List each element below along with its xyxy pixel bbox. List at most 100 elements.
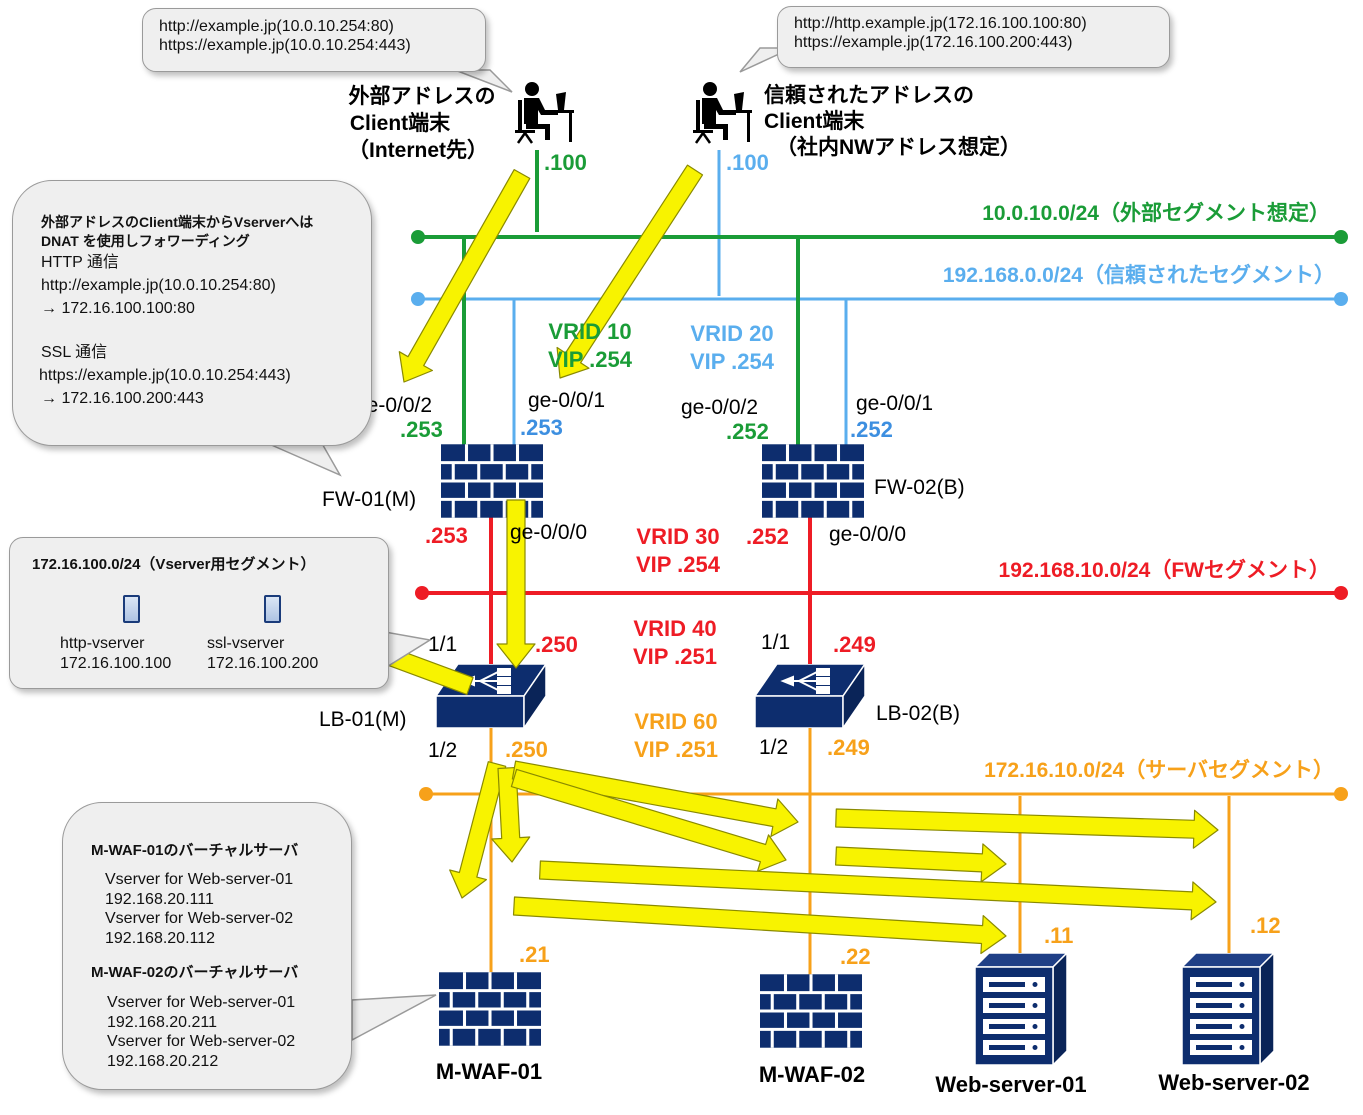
dnat-title-1: 外部アドレスのClient端末からVserverへは xyxy=(41,214,314,230)
dnat-ssl-dest: → 172.16.100.200:443 xyxy=(41,390,204,407)
waf02-name: M-WAF-02 xyxy=(759,1062,865,1087)
ssl-vserver-icon xyxy=(264,595,281,623)
lb02-port-up: 1/1 xyxy=(761,631,790,654)
web02-ip: .12 xyxy=(1250,913,1281,938)
web01-name: Web-server-01 xyxy=(935,1072,1086,1097)
ssl-vserver-ip: 172.16.100.200 xyxy=(207,655,319,672)
vrid10-vip: VIP .254 xyxy=(548,347,633,372)
trusted-client-label-3: （社内NWアドレス想定） xyxy=(776,135,1021,159)
http-vserver-ip: 172.16.100.100 xyxy=(60,655,172,672)
trusted-urls-bubble: http://http.example.jp(172.16.100.100:80… xyxy=(777,6,1170,68)
external-client-label-3: （Internet先） xyxy=(348,138,488,162)
waf1-line-2: 192.168.20.111 xyxy=(105,891,214,908)
waf1-title: M-WAF-01のバーチャルサーバ xyxy=(91,842,299,859)
fw02-port-ext: ge-0/0/2 xyxy=(681,396,758,419)
dnat-http-dest: → 172.16.100.100:80 xyxy=(41,300,195,317)
waf02-icon xyxy=(760,974,862,1048)
vrid60-vip: VIP .251 xyxy=(634,737,718,762)
ext-url-https: https://example.jp(10.0.10.254:443) xyxy=(159,37,411,54)
lb01-port-down: 1/2 xyxy=(428,739,457,762)
trusted-url-http: http://http.example.jp(172.16.100.100:80… xyxy=(794,15,1087,32)
arrow-fw01-to-lb01 xyxy=(496,499,536,669)
lb02-ip-up: .249 xyxy=(833,632,876,657)
fw01-port-inner: ge-0/0/0 xyxy=(510,521,587,544)
external-segment-line xyxy=(411,230,1348,244)
web02-server-icon xyxy=(1182,953,1274,1065)
arrow-waf01-to-web01 xyxy=(512,896,1007,955)
waf1-line-3: Vserver for Web-server-02 xyxy=(105,910,294,927)
arrow-trusted-to-fw01 xyxy=(556,164,704,379)
fw02-ip-ext: .252 xyxy=(726,419,769,444)
ssl-vserver-name: ssl-vserver xyxy=(207,635,285,652)
external-segment-label: 10.0.10.0/24（外部セグメント想定） xyxy=(982,201,1330,225)
waf02-ip: .22 xyxy=(840,944,871,969)
waf01-name: M-WAF-01 xyxy=(436,1059,542,1084)
vrid20-label: VRID 20 xyxy=(690,321,773,346)
dnat-ssl-url: https://example.jp(10.0.10.254:443) xyxy=(39,367,291,384)
lb01-ip-down: .250 xyxy=(505,737,548,762)
external-client-label-2: Client端末 xyxy=(350,111,451,135)
vserver-bubble: 172.16.100.0/24（Vserver用セグメント） http-vser… xyxy=(9,537,389,689)
arrow-waf02-to-web01 xyxy=(834,843,1007,883)
fw01-name: FW-01(M) xyxy=(322,488,416,511)
fw02-ip-trust: .252 xyxy=(850,417,893,442)
arrow-external-to-fw01 xyxy=(398,169,531,383)
waf2-line-1: Vserver for Web-server-01 xyxy=(107,994,296,1011)
arrow-waf01-to-web02 xyxy=(538,860,1217,921)
ext-url-http: http://example.jp(10.0.10.254:80) xyxy=(159,18,394,35)
lb02-icon xyxy=(755,664,865,728)
trusted-segment-line xyxy=(411,292,1348,306)
vrid40-label: VRID 40 xyxy=(633,616,716,641)
arrow-lb01-to-waf02 xyxy=(511,760,799,838)
fw02-name: FW-02(B) xyxy=(874,476,965,499)
trusted-url-https: https://example.jp(172.16.100.200:443) xyxy=(794,34,1073,51)
lb02-port-down: 1/2 xyxy=(759,736,788,759)
vrid30-vip: VIP .254 xyxy=(636,552,721,577)
dnat-title-2: DNAT を使用しフォワーディング xyxy=(41,233,250,249)
arrow-waf02-to-web02 xyxy=(835,808,1219,849)
waf1-line-1: Vserver for Web-server-01 xyxy=(105,871,294,888)
external-client-label-1: 外部アドレスの xyxy=(349,84,496,108)
arrow-lb01-to-waf01 xyxy=(449,761,507,899)
lb02-name: LB-02(B) xyxy=(876,702,960,725)
fw02-port-trust: ge-0/0/1 xyxy=(856,392,933,415)
fw02-port-inner: ge-0/0/0 xyxy=(829,523,906,546)
vrid10-label: VRID 10 xyxy=(548,319,631,344)
trusted-segment-label: 192.168.0.0/24（信頼されたセグメント） xyxy=(943,263,1335,287)
lb01-port-up: 1/1 xyxy=(428,633,457,656)
http-vserver-icon xyxy=(123,595,140,623)
fw02-ip-inner: .252 xyxy=(746,524,789,549)
lb01-name: LB-01(M) xyxy=(319,708,407,731)
external-client-ip: .100 xyxy=(544,150,587,175)
fw01-port-trust: ge-0/0/1 xyxy=(528,389,605,412)
vrid20-vip: VIP .254 xyxy=(690,349,775,374)
waf01-ip: .21 xyxy=(519,942,550,967)
lb01-ip-up: .250 xyxy=(535,632,578,657)
trusted-client-label-2: Client端末 xyxy=(764,109,865,133)
waf2-line-3: Vserver for Web-server-02 xyxy=(107,1033,296,1050)
fw01-icon xyxy=(441,444,543,518)
fw-segment-label: 192.168.10.0/24（FWセグメント） xyxy=(999,558,1330,582)
vrid30-label: VRID 30 xyxy=(636,524,719,549)
waf2-line-2: 192.168.20.211 xyxy=(107,1014,218,1031)
server-segment-label: 172.16.10.0/24（サーバセグメント） xyxy=(984,758,1334,782)
fw02-icon xyxy=(762,444,864,518)
trusted-client-person-icon xyxy=(691,80,752,144)
traffic-flow-arrows xyxy=(361,164,1219,955)
web02-name: Web-server-02 xyxy=(1158,1070,1309,1095)
http-vserver-name: http-vserver xyxy=(60,635,145,652)
fw-segment-line xyxy=(415,586,1348,600)
fw01-ip-inner: .253 xyxy=(425,523,468,548)
vserver-title: 172.16.100.0/24（Vserver用セグメント） xyxy=(32,556,316,573)
external-client-person-icon xyxy=(513,80,574,144)
waf-bubble-tail xyxy=(351,994,437,1042)
waf2-line-4: 192.168.20.212 xyxy=(107,1053,219,1070)
trusted-client-label-1: 信頼されたアドレスの xyxy=(764,83,974,107)
web01-server-icon xyxy=(975,953,1067,1065)
arrow-lb01-to-waf02-b xyxy=(510,768,787,872)
trusted-client-ip: .100 xyxy=(726,150,769,175)
waf2-title: M-WAF-02のバーチャルサーバ xyxy=(91,964,299,981)
vrid60-label: VRID 60 xyxy=(634,709,717,734)
dnat-ssl-title: SSL 通信 xyxy=(41,344,108,361)
